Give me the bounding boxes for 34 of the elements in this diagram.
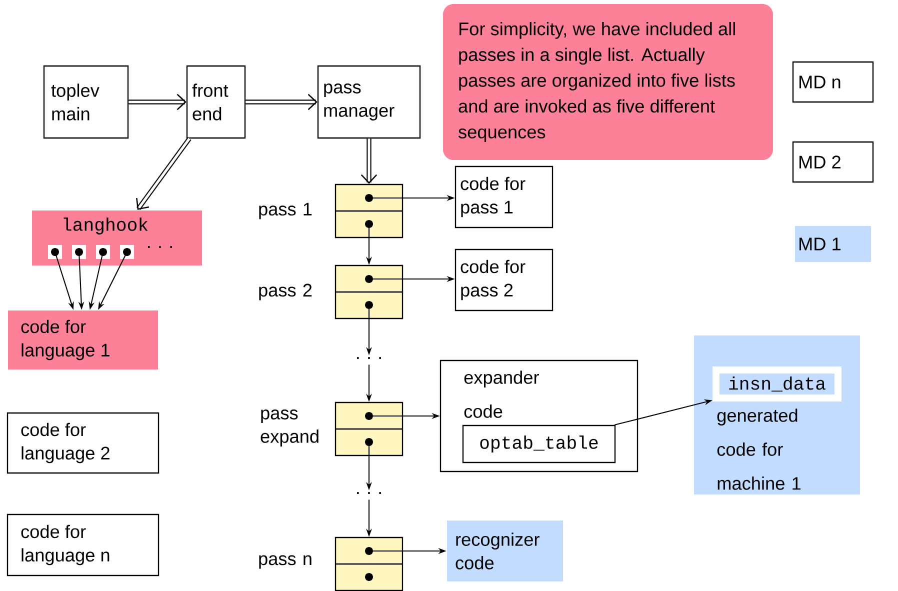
process-box: MD 1: [795, 226, 871, 262]
slot-box: [72, 245, 86, 259]
arrow: [246, 94, 318, 110]
pass-label: pass 2: [259, 284, 312, 300]
record-box: [334, 536, 404, 591]
slot-box: [120, 245, 134, 259]
slot-box: [48, 245, 62, 259]
process-box: MD 2: [792, 141, 874, 183]
arrow: [128, 94, 186, 110]
process-box: code for language 1: [8, 310, 158, 370]
process-box: front end: [186, 65, 246, 139]
slot-box: [96, 245, 110, 259]
arrow: [360, 138, 378, 184]
table-box: insn_data: [712, 366, 842, 402]
arrow: [136, 137, 192, 210]
record-box: [334, 264, 404, 320]
hook-table: langhook · · ·: [32, 210, 202, 266]
table-box: optab_table: [462, 424, 616, 464]
pass-label: pass n: [259, 555, 312, 569]
pass-label: pass expand: [260, 410, 318, 446]
ellipsis: · · ·: [354, 490, 384, 500]
process-box: code for language n: [6, 514, 160, 576]
ellipsis: · · ·: [354, 356, 384, 364]
process-box: MD n: [792, 61, 874, 103]
process-box: code for pass 1: [454, 166, 554, 228]
record-box: [334, 184, 404, 238]
process-box: code for language 2: [6, 412, 160, 474]
process-box: recognizer code: [447, 520, 563, 582]
note-box: For simplicity, we have included all passes in a single list. Actually passes are organized into five lists and are invoked as five different sequences: [443, 4, 773, 160]
process-box: toplev main: [43, 65, 129, 139]
process-box: pass manager: [317, 65, 421, 139]
process-box: code for pass 2: [454, 248, 554, 312]
record-box: [334, 402, 404, 456]
pass-label: pass 1: [259, 202, 312, 220]
